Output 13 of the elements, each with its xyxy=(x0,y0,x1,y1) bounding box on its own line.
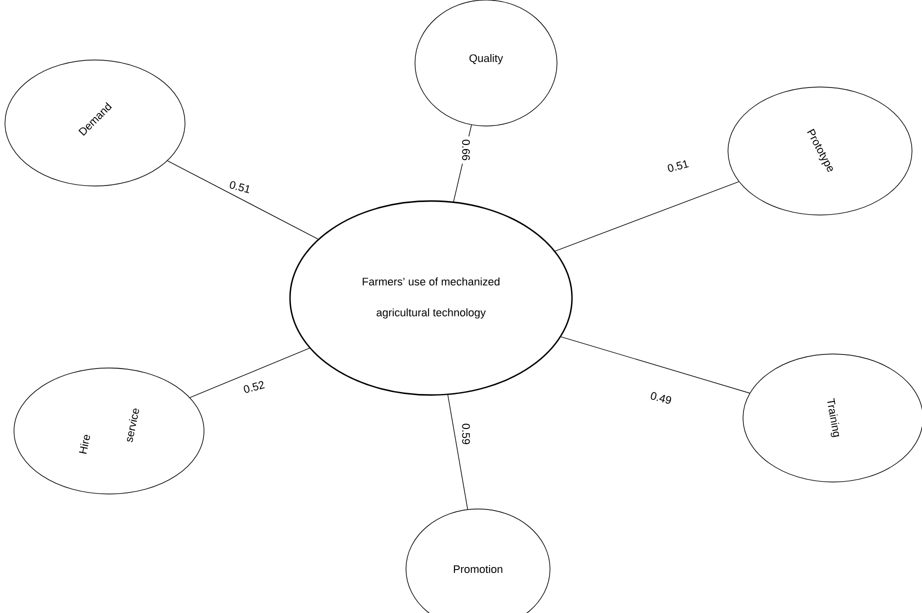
edge-label: 0.52 xyxy=(239,376,269,398)
connector-line xyxy=(560,336,750,394)
connector-line xyxy=(554,181,740,252)
ellipse-node: Farmers’ use of mechanized agricultural technology xyxy=(289,200,573,396)
edge-label: 0.51 xyxy=(663,156,693,176)
edge-label: 0.66 xyxy=(459,136,473,164)
connector-line xyxy=(447,394,468,510)
connector-line xyxy=(190,348,310,398)
edge-label: 0.59 xyxy=(459,420,473,448)
ellipse-node: Hire service xyxy=(14,368,204,494)
connector-line xyxy=(167,160,318,240)
edge-label: 0.51 xyxy=(225,176,255,198)
edge-label: 0.49 xyxy=(646,388,676,408)
